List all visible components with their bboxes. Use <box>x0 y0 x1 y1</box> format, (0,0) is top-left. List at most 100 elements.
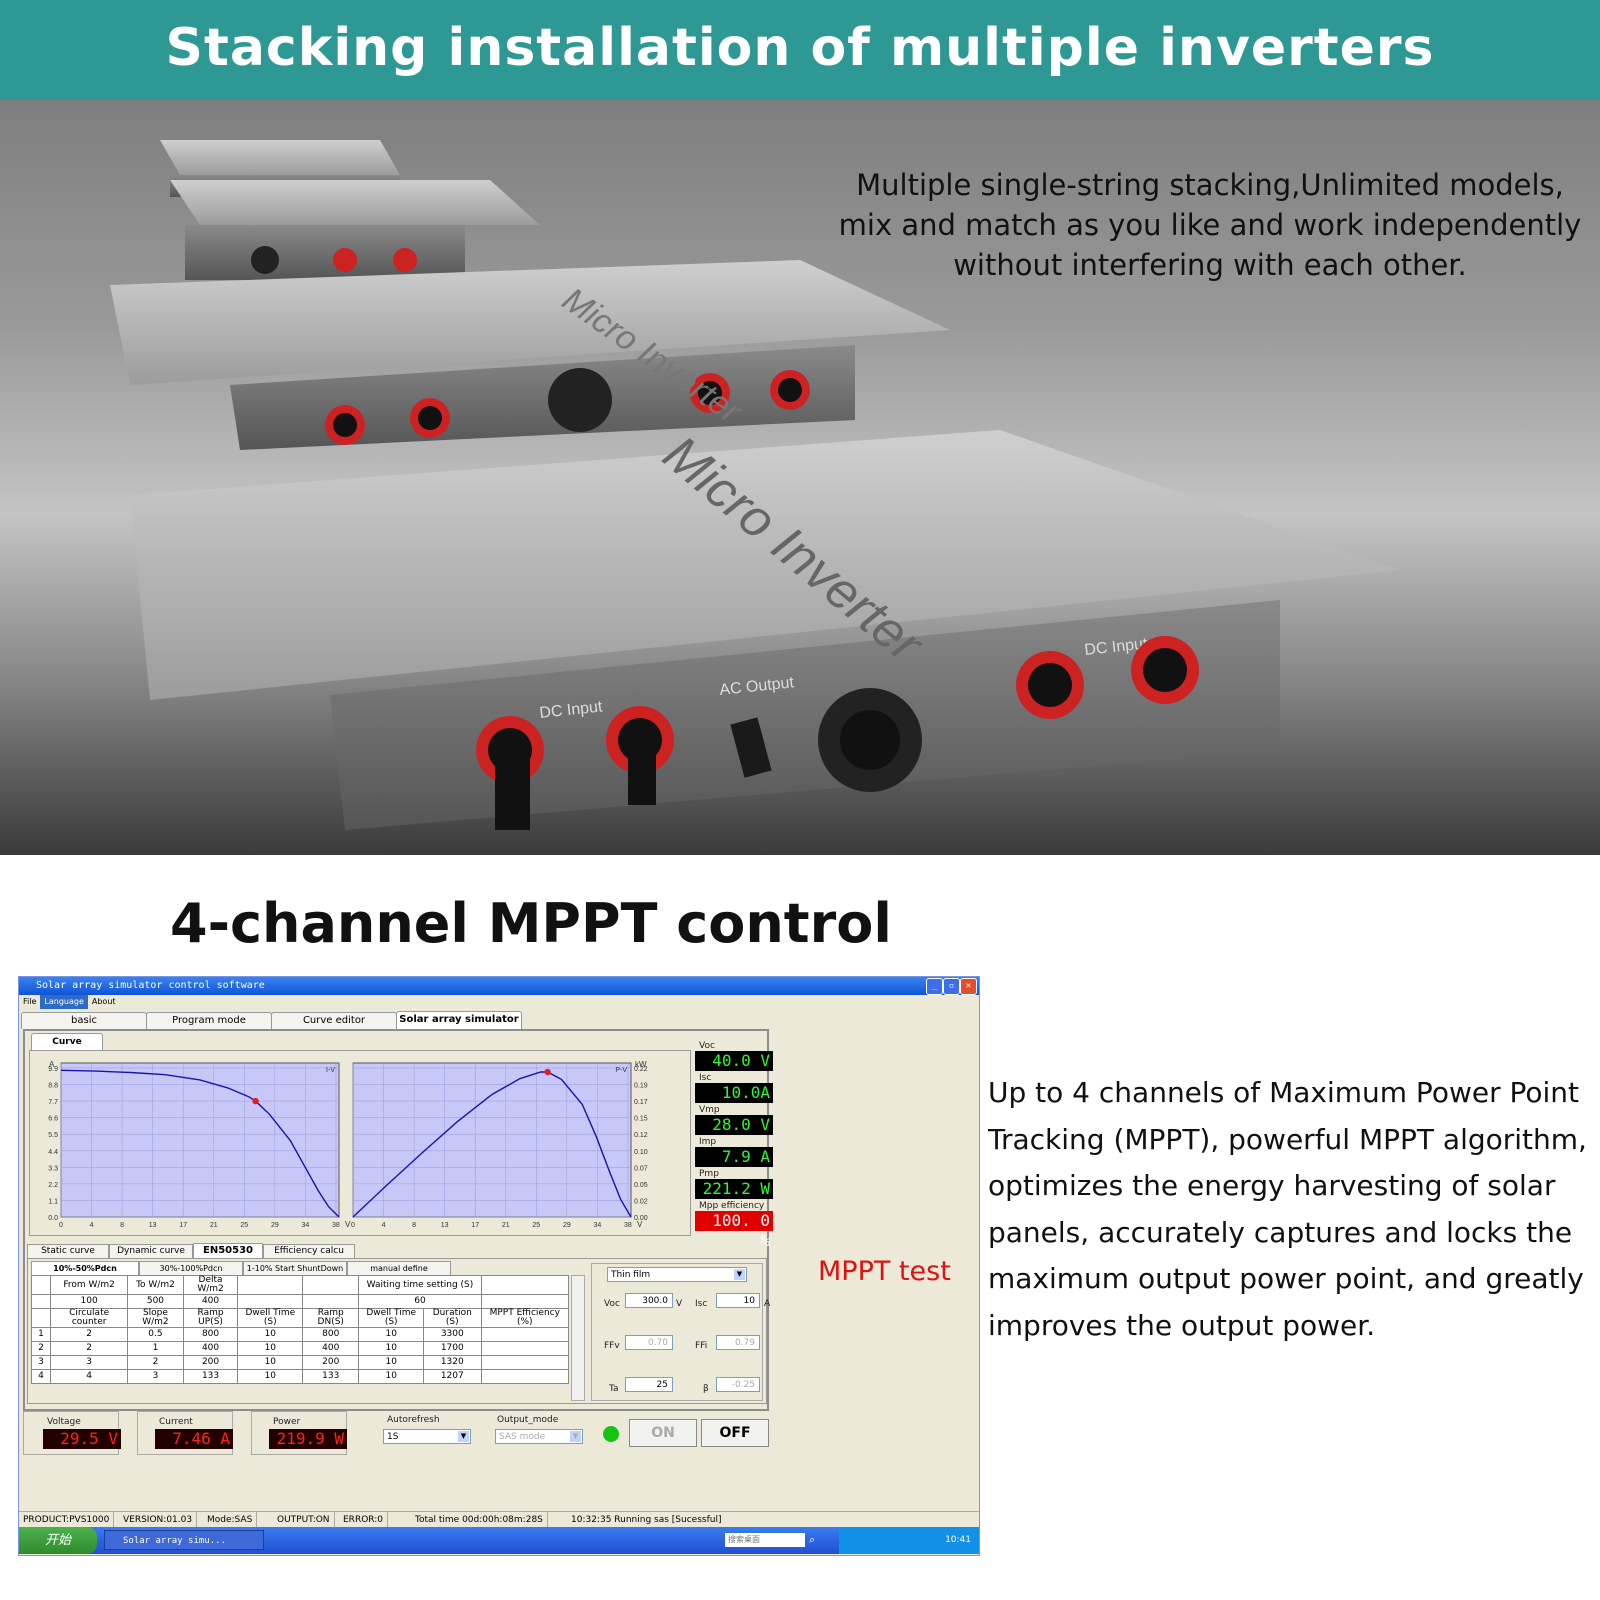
table-cell[interactable]: 3 <box>49 1355 129 1370</box>
table-cell[interactable]: 10 <box>237 1327 304 1342</box>
table-cell[interactable]: 4 <box>49 1369 129 1384</box>
y-tick-label: 0.02 <box>634 1198 648 1205</box>
table-cell[interactable]: 3 <box>127 1369 184 1384</box>
y-tick-label: 0.19 <box>634 1083 648 1090</box>
table-cell <box>480 1294 570 1309</box>
table-cell[interactable]: 60 <box>358 1294 482 1309</box>
table-cell[interactable] <box>480 1327 570 1342</box>
imp-label: Imp <box>699 1137 717 1147</box>
tab-1-10-start-shutdown[interactable]: 1-10% Start ShuntDown <box>243 1261 347 1275</box>
tab-curve[interactable]: Curve <box>31 1033 103 1050</box>
table-cell[interactable]: 10 <box>358 1369 425 1384</box>
table-cell[interactable]: 100 <box>49 1294 129 1309</box>
mppt-description: Up to 4 channels of Maximum Power Point … <box>988 1076 1587 1342</box>
table-cell[interactable]: 1320 <box>423 1355 482 1370</box>
table-cell[interactable]: 400 <box>182 1294 239 1309</box>
search-icon[interactable]: ⌕ <box>809 1533 816 1546</box>
table-cell[interactable] <box>480 1355 570 1370</box>
table-header: Ramp DN(S) <box>302 1308 360 1328</box>
y-tick-label: 6.6 <box>48 1116 58 1123</box>
x-tick-label: 34 <box>593 1222 601 1229</box>
x-tick-label: 0 <box>59 1222 63 1229</box>
voltage-label: Voltage <box>47 1417 81 1427</box>
desktop-search-input[interactable]: 搜索桌面 <box>725 1533 805 1547</box>
start-button[interactable]: 开始 <box>19 1527 97 1554</box>
table-cell[interactable]: 10 <box>237 1355 304 1370</box>
params-panel <box>591 1263 763 1401</box>
product-photo: Micro Inverter Micro Inverter DC Input A… <box>0 100 1600 855</box>
table-cell[interactable]: 1 <box>127 1341 184 1356</box>
menu-file[interactable]: File <box>23 997 37 1006</box>
output-mode-select[interactable]: SAS mode▼ <box>495 1429 583 1444</box>
tab-dynamic-curve[interactable]: Dynamic curve <box>109 1244 193 1258</box>
table-cell <box>480 1275 570 1295</box>
on-button[interactable]: ON <box>629 1419 697 1447</box>
table-cell[interactable]: 3300 <box>423 1327 482 1342</box>
table-cell <box>302 1275 360 1295</box>
table-cell[interactable]: 2 <box>49 1327 129 1342</box>
table-cell[interactable]: 2 <box>127 1355 184 1370</box>
table-cell[interactable]: 800 <box>302 1327 360 1342</box>
table-cell[interactable]: 200 <box>182 1355 239 1370</box>
table-cell[interactable]: 10 <box>358 1341 425 1356</box>
table-cell[interactable]: 10 <box>358 1355 425 1370</box>
tab-solar-array-simulator[interactable]: Solar array simulator <box>396 1011 522 1029</box>
table-cell[interactable]: 133 <box>302 1369 360 1384</box>
tab-static-curve[interactable]: Static curve <box>27 1244 109 1258</box>
table-cell[interactable]: 800 <box>182 1327 239 1342</box>
tab-program-mode[interactable]: Program mode <box>146 1012 272 1029</box>
table-header: To W/m2 <box>127 1275 184 1295</box>
tab-30-100-pdcn[interactable]: 30%-100%Pdcn <box>139 1261 243 1275</box>
tab-curve-editor[interactable]: Curve editor <box>271 1012 397 1029</box>
tab-basic[interactable]: basic <box>21 1012 147 1029</box>
taskbar-item[interactable]: Solar array simu... <box>104 1530 264 1550</box>
table-cell[interactable]: 10 <box>237 1341 304 1356</box>
param-isc-input[interactable]: 10 <box>716 1293 760 1308</box>
table-row[interactable]: 3 3 2 200 10 200 10 1320 <box>31 1355 570 1370</box>
maximize-icon[interactable]: ▫ <box>943 978 960 995</box>
table-cell[interactable]: 10 <box>358 1327 425 1342</box>
isc-readout: 10.0A <box>695 1083 773 1103</box>
tab-en50530[interactable]: EN50530 <box>193 1243 263 1258</box>
table-cell[interactable]: 400 <box>182 1341 239 1356</box>
autorefresh-select[interactable]: 1S▼ <box>383 1429 471 1444</box>
param-ffi-input[interactable]: 0.79 <box>716 1335 760 1350</box>
close-icon[interactable]: ✕ <box>960 978 977 995</box>
table-row[interactable]: 1 2 0.5 800 10 800 10 3300 <box>31 1327 570 1342</box>
status-led <box>603 1426 619 1442</box>
banner-title: Stacking installation of multiple invert… <box>0 0 1600 100</box>
param-ffv-input[interactable]: 0.70 <box>625 1335 673 1350</box>
table-cell[interactable] <box>480 1369 570 1384</box>
tab-efficiency-calcu[interactable]: Efficiency calcu <box>263 1244 355 1258</box>
table-cell[interactable]: 10 <box>237 1369 304 1384</box>
table-header: Dwell Time (S) <box>237 1308 304 1328</box>
y-tick-label: 2.2 <box>48 1182 58 1189</box>
voc-label: Voc <box>699 1041 715 1051</box>
off-button[interactable]: OFF <box>701 1419 769 1447</box>
menu-language[interactable]: Language <box>40 995 88 1009</box>
en50530-panel <box>27 1258 767 1404</box>
table-scrollbar[interactable] <box>571 1275 585 1401</box>
x-tick-label: 29 <box>563 1222 571 1229</box>
table-cell[interactable]: 2 <box>49 1341 129 1356</box>
minimize-icon[interactable]: _ <box>926 978 943 995</box>
table-cell[interactable]: 200 <box>302 1355 360 1370</box>
table-cell[interactable]: 1207 <box>423 1369 482 1384</box>
panel-type-select[interactable]: Thin film▼ <box>607 1267 747 1282</box>
table-cell[interactable] <box>480 1341 570 1356</box>
tab-10-50-pdcn[interactable]: 10%-50%Pdcn <box>31 1261 139 1275</box>
table-row[interactable]: 2 2 1 400 10 400 10 1700 <box>31 1341 570 1356</box>
y-tick-label: 0.07 <box>634 1165 648 1172</box>
table-cell[interactable]: 400 <box>302 1341 360 1356</box>
param-ta-input[interactable]: 25 <box>625 1377 673 1392</box>
menu-about[interactable]: About <box>91 997 116 1006</box>
param-beta-input[interactable]: -0.25 <box>716 1377 760 1392</box>
table-cell[interactable]: 0.5 <box>127 1327 184 1342</box>
table-cell[interactable]: 1700 <box>423 1341 482 1356</box>
table-cell[interactable]: 500 <box>127 1294 184 1309</box>
table-cell[interactable]: 133 <box>182 1369 239 1384</box>
tab-manual-define[interactable]: manual define <box>347 1261 451 1275</box>
x-tick-label: 21 <box>502 1222 510 1229</box>
table-row[interactable]: 4 4 3 133 10 133 10 1207 <box>31 1369 570 1384</box>
param-voc-input[interactable]: 300.0 <box>625 1293 673 1308</box>
